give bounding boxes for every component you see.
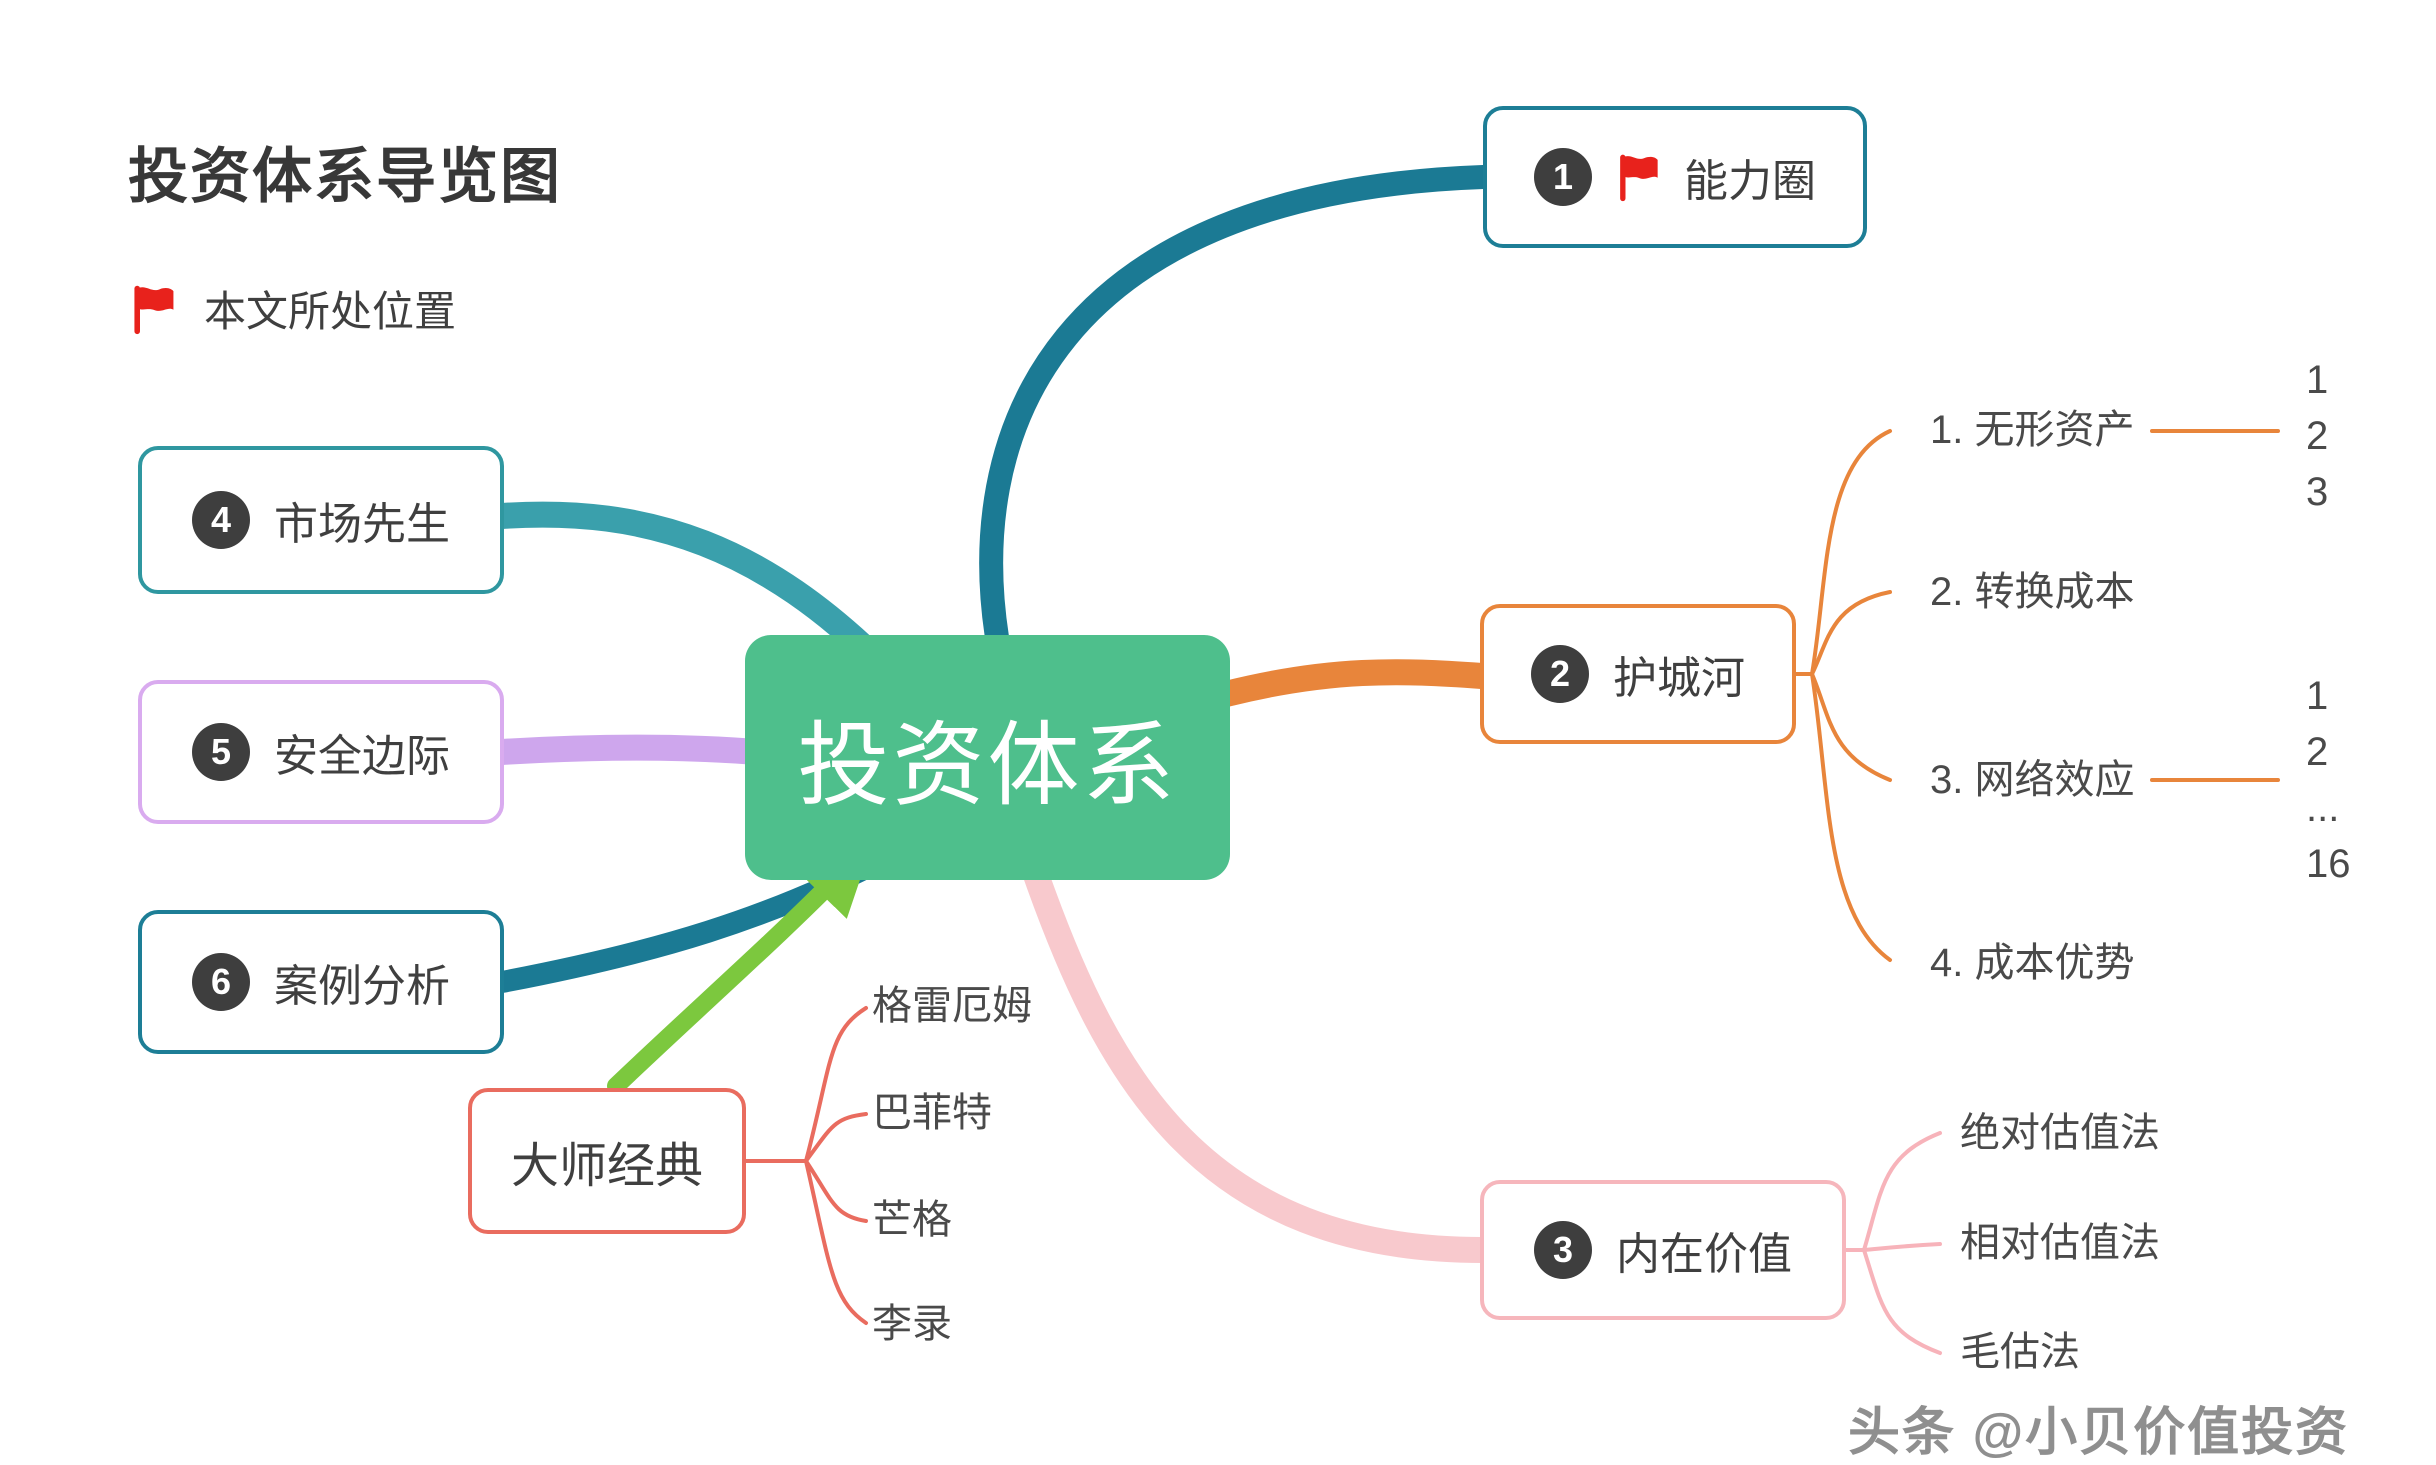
- value-child-absolute[interactable]: 绝对估值法: [1960, 1111, 2160, 1155]
- branch-market: [489, 501, 898, 681]
- sub-item[interactable]: 16: [2306, 842, 2351, 886]
- arrow-masters-to-center: [607, 839, 874, 1095]
- number-badge: 4: [192, 491, 250, 549]
- number-badge: 3: [1534, 1221, 1592, 1279]
- masters-child-lilu[interactable]: 李录: [872, 1302, 952, 1346]
- value-child-relative[interactable]: 相对估值法: [1960, 1221, 2160, 1265]
- moat-child-switching[interactable]: 2. 转换成本: [1930, 570, 2135, 614]
- moat-child-intangible[interactable]: 1. 无形资产: [1930, 408, 2135, 452]
- node-case[interactable]: 6 案例分析: [138, 910, 504, 1054]
- number-badge: 1: [1534, 148, 1592, 206]
- sub-item[interactable]: 1: [2306, 358, 2329, 402]
- node-ability[interactable]: 1 能力圈: [1483, 106, 1867, 248]
- node-value[interactable]: 3 内在价值: [1480, 1180, 1846, 1320]
- masters-child-graham[interactable]: 格雷厄姆: [872, 984, 1032, 1028]
- moat-child-cost[interactable]: 4. 成本优势: [1930, 941, 2135, 985]
- flag-icon: [1620, 154, 1658, 202]
- branch-ability: [979, 165, 1495, 667]
- center-label: 投资体系: [797, 715, 1178, 817]
- node-label: 能力圈: [1684, 157, 1816, 206]
- masters-child-munger[interactable]: 芒格: [872, 1198, 952, 1242]
- masters-fan: [744, 1006, 868, 1325]
- node-margin[interactable]: 5 安全边际: [138, 680, 504, 824]
- sub-item[interactable]: 3: [2306, 470, 2329, 514]
- value-fan: [1844, 1131, 1942, 1355]
- masters-child-buffett[interactable]: 巴菲特: [872, 1091, 992, 1135]
- node-label: 大师经典: [510, 1140, 703, 1193]
- branch-moat: [1213, 659, 1495, 707]
- legend: 本文所处位置: [130, 278, 456, 339]
- legend-label: 本文所处位置: [204, 288, 457, 335]
- node-label: 内在价值: [1616, 1230, 1792, 1279]
- branch-value: [1022, 859, 1495, 1263]
- node-moat[interactable]: 2 护城河: [1480, 604, 1796, 744]
- sub-item[interactable]: 2: [2306, 414, 2329, 458]
- node-label: 市场先生: [274, 500, 450, 549]
- watermark: 头条 @小贝价值投资: [1848, 1404, 2350, 1462]
- flag-icon: [134, 285, 174, 334]
- node-label: 案例分析: [274, 962, 450, 1011]
- node-market[interactable]: 4 市场先生: [138, 446, 504, 594]
- moat-fan: [1794, 429, 2280, 962]
- node-center[interactable]: 投资体系: [745, 635, 1230, 880]
- sub-item[interactable]: 1: [2306, 674, 2329, 718]
- branch-margin: [489, 734, 781, 766]
- number-badge: 2: [1531, 645, 1589, 703]
- sub-item[interactable]: 2: [2306, 730, 2329, 774]
- node-label: 安全边际: [274, 732, 450, 781]
- number-badge: 6: [192, 953, 250, 1011]
- page-title: 投资体系导览图: [128, 143, 562, 210]
- node-label: 护城河: [1613, 654, 1745, 703]
- sub-item[interactable]: ...: [2306, 786, 2340, 830]
- moat-child-network[interactable]: 3. 网络效应: [1930, 758, 2135, 802]
- number-badge: 5: [192, 723, 250, 781]
- value-child-rough[interactable]: 毛估法: [1960, 1330, 2080, 1374]
- network-sub-list: 1 2 ... 16: [2306, 668, 2351, 892]
- node-masters[interactable]: 大师经典: [468, 1088, 746, 1234]
- intangible-sub-list: 1 2 3: [2306, 352, 2328, 520]
